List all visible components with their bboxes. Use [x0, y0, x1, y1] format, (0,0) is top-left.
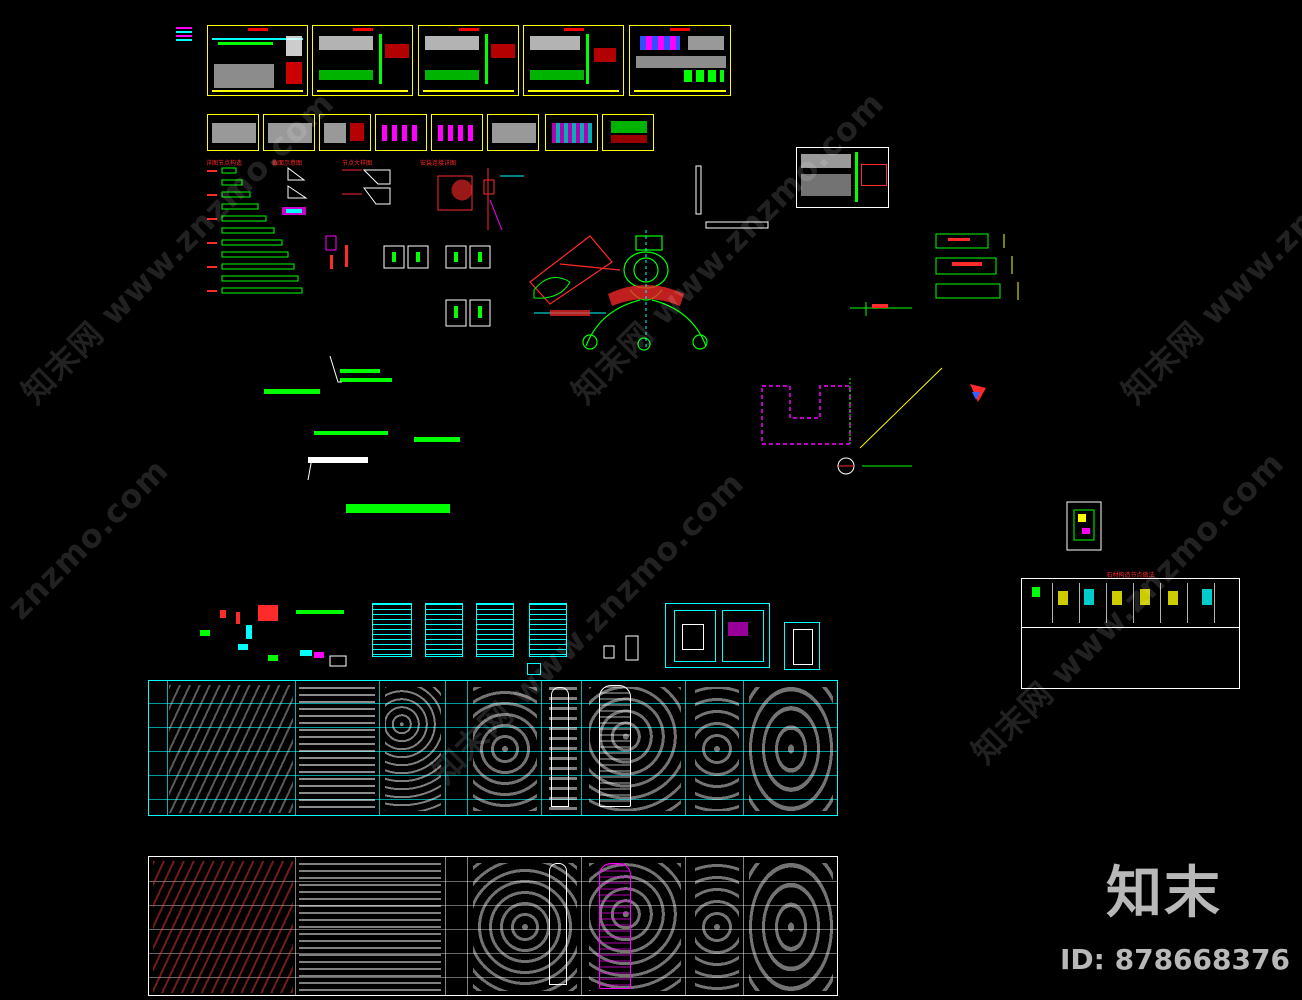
drawing-sheet-5[interactable] [629, 25, 731, 96]
small-sheet-7[interactable] [545, 114, 598, 151]
layer-icon [176, 27, 192, 42]
section-label-2: 截面示意图 [272, 160, 303, 167]
component-icon-block [527, 663, 541, 675]
image-id: ID: 878668376 [1060, 943, 1290, 976]
small-sheet-2[interactable] [263, 114, 315, 151]
detail-board-small[interactable] [784, 622, 820, 670]
component-schedule-sheet-2[interactable] [148, 856, 838, 996]
small-sheet-4[interactable] [375, 114, 427, 151]
detail-frame-top-right[interactable] [796, 147, 889, 208]
panel-title: 石材构造节点做法 [1106, 572, 1155, 579]
detail-board[interactable] [665, 603, 770, 668]
stair-detail-stack [221, 167, 303, 294]
floor-plan-outline [761, 385, 851, 445]
drawing-sheet-1[interactable] [207, 25, 308, 96]
small-sheet-6[interactable] [487, 114, 539, 151]
small-sheet-1[interactable] [207, 114, 259, 151]
drawing-sheet-2[interactable] [312, 25, 413, 96]
section-label-4: 安装连接详图 [420, 160, 457, 167]
ornamental-column [582, 235, 708, 351]
stone-detail-panel[interactable]: 石材构造节点做法 [1021, 572, 1240, 689]
small-sheet-5[interactable] [431, 114, 483, 151]
spec-table-1[interactable] [372, 603, 412, 657]
spec-table-3[interactable] [476, 603, 514, 657]
section-label-3: 节点大样图 [342, 160, 373, 167]
small-sheet-8[interactable] [602, 114, 654, 151]
spec-table-2[interactable] [425, 603, 463, 657]
section-label-1: 详图节点构造 [206, 160, 243, 167]
spec-table-4[interactable] [529, 603, 567, 657]
component-schedule-sheet-1[interactable] [148, 680, 838, 816]
brand-logo: 知末 [1106, 861, 1222, 926]
small-sheet-3[interactable] [319, 114, 371, 151]
drawing-sheet-4[interactable] [523, 25, 624, 96]
drawing-sheet-3[interactable] [418, 25, 519, 96]
